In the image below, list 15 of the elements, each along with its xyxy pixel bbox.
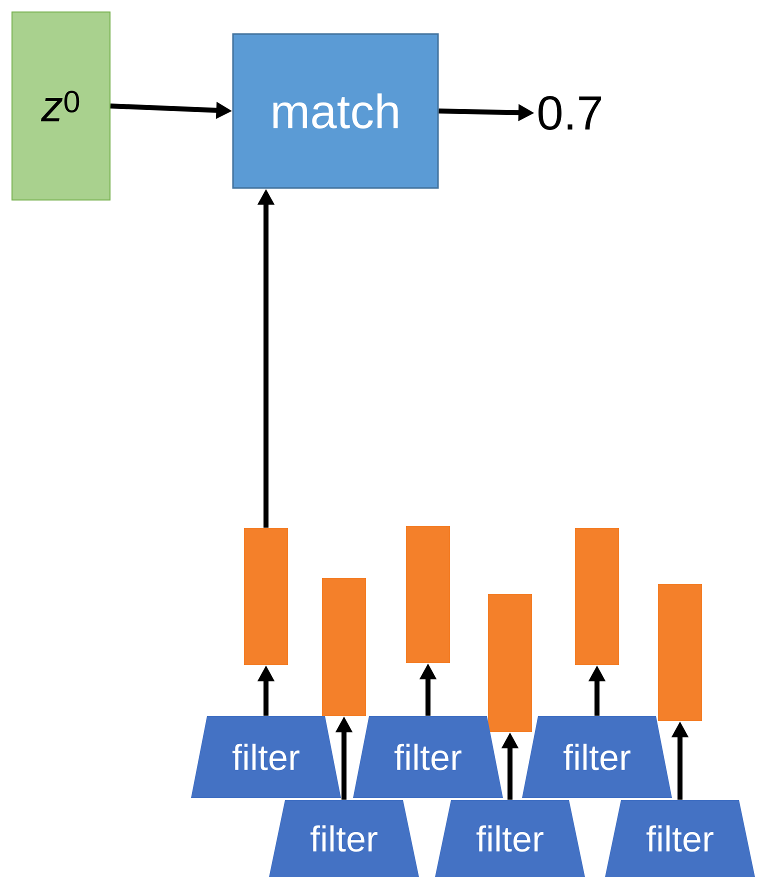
feature-bar	[244, 528, 288, 665]
feature-bar	[322, 578, 366, 716]
filter-trapezoid: filter	[269, 800, 419, 877]
process-box: match	[232, 33, 439, 189]
filter-trapezoid: filter	[191, 716, 341, 798]
output-value: 0.7	[538, 96, 601, 130]
filter-trapezoid: filter	[522, 716, 672, 798]
feature-bar	[406, 526, 450, 663]
feature-bar	[488, 594, 532, 732]
filter-trapezoid: filter	[435, 800, 585, 877]
filter-trapezoid: filter	[353, 716, 503, 798]
filter-trapezoid: filter	[605, 800, 755, 877]
feature-bar	[658, 584, 702, 721]
variable-box: z$^{0}$	[12, 12, 110, 200]
feature-bar	[575, 528, 619, 665]
